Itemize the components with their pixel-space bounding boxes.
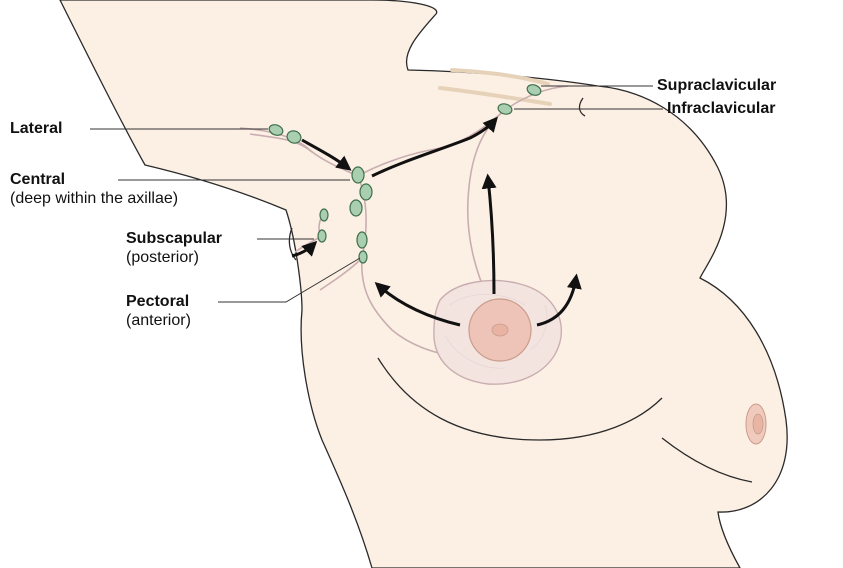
label-lateral: Lateral: [10, 119, 62, 138]
central-title: Central: [10, 171, 65, 188]
central-node-3: [350, 200, 362, 216]
label-subscapular: Subscapular (posterior): [126, 229, 222, 267]
central-node-1: [352, 167, 364, 183]
side-breast-nipple: [753, 414, 763, 434]
subscapular-title: Subscapular: [126, 230, 222, 247]
label-infraclavicular: Infraclavicular: [667, 99, 776, 118]
lateral-title: Lateral: [10, 120, 62, 137]
infraclavicular-title: Infraclavicular: [667, 100, 776, 117]
label-central: Central (deep within the axillae): [10, 170, 178, 208]
nipple-center: [492, 324, 508, 336]
pectoral-title: Pectoral: [126, 293, 189, 310]
central-node-2: [360, 184, 372, 200]
subscapular-node-1: [320, 209, 328, 221]
subscapular-node-2: [318, 230, 326, 242]
subscapular-note: (posterior): [126, 248, 222, 267]
central-note: (deep within the axillae): [10, 189, 178, 208]
label-pectoral: Pectoral (anterior): [126, 292, 191, 330]
label-supraclavicular: Supraclavicular: [657, 76, 776, 95]
pectoral-node-1: [357, 232, 367, 248]
pectoral-note: (anterior): [126, 311, 191, 330]
supraclavicular-title: Supraclavicular: [657, 77, 776, 94]
pectoral-node-2: [359, 251, 367, 263]
